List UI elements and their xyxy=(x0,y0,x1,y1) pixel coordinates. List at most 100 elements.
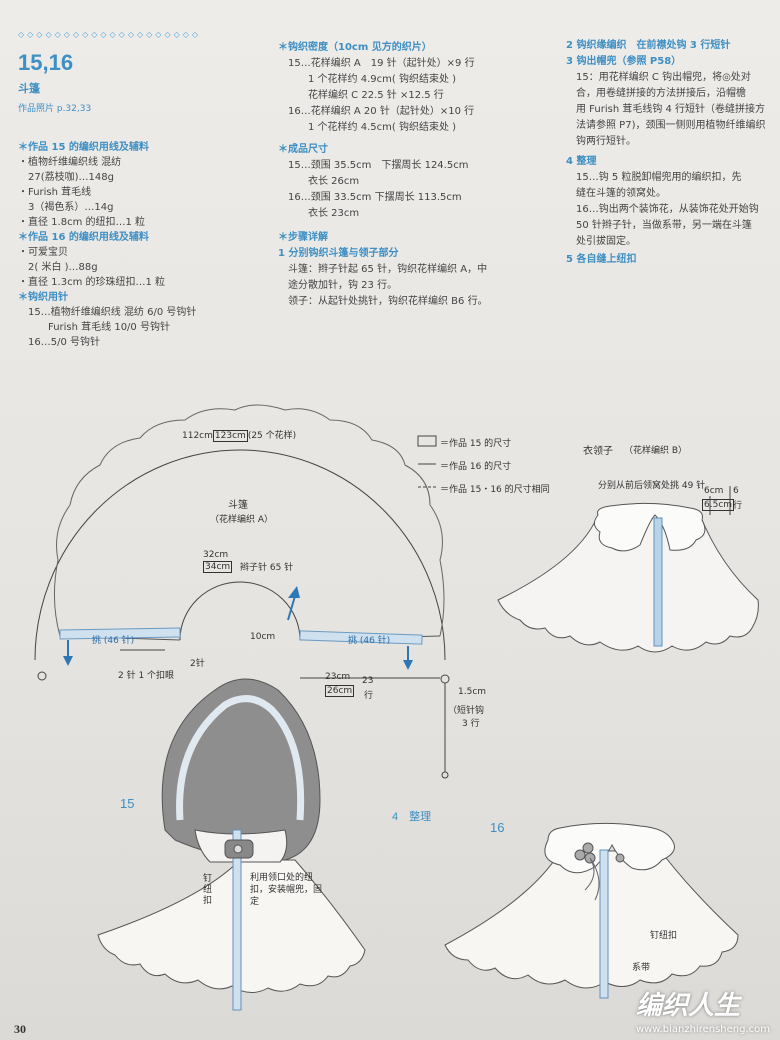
outer-arc-boxed-value: 123cm xyxy=(212,430,248,442)
materials15-line: ・直径 1.8cm 的纽扣…1 粒 xyxy=(18,217,146,228)
step4-line: 50 针辫子针，当做系带，另一端在斗篷 xyxy=(576,220,752,231)
gauge-line: 1 个花样约 4.9cm( 钩织结束处 ) xyxy=(308,74,457,85)
edge-width: 1.5cm xyxy=(458,687,487,697)
pick-left: 挑 (46 针) xyxy=(92,636,135,646)
step3-heading: 3 钩出帽兜（参照 P58） xyxy=(566,56,682,67)
step2-heading: 2 钩织缘编织 在前襟处钩 3 行短针 xyxy=(566,40,731,51)
collar-note: 分别从前后领窝处挑 49 针 xyxy=(598,481,706,491)
step1-heading: 1 分别钩织斗篷与领子部分 xyxy=(278,248,399,259)
collar-rows-unit: 行 xyxy=(733,501,743,511)
neck-boxed-value: 34cm xyxy=(203,561,233,573)
size-line: 衣长 23cm xyxy=(308,208,360,219)
step4-line: 16…钩出两个装饰花，从装饰花处开始钩 xyxy=(576,204,759,215)
step4-heading: 4 整理 xyxy=(566,156,597,167)
size-line: 16…颈围 33.5cm 下摆周长 113.5cm xyxy=(288,192,462,203)
edge-note-rows: 3 行 xyxy=(462,719,480,729)
neck-width: 32cm xyxy=(203,550,229,560)
figure-label-16: 16 xyxy=(490,820,505,835)
step4-line: 缝在斗篷的领窝处。 xyxy=(576,188,666,199)
collar-title: 衣领子 xyxy=(583,446,613,457)
step3-line: 合，用卷缝拼接的方法拼接后，沿帽檐 xyxy=(576,88,746,99)
rows-value: 23 xyxy=(362,676,374,686)
collar-rows: 6 xyxy=(733,486,739,496)
watermark-url: www.bianzhirensheng.com xyxy=(635,1024,770,1035)
materials15-line: ・Furish 茸毛线 xyxy=(18,187,92,198)
legend-marks xyxy=(417,435,437,488)
sew-button-16: 钉纽扣 xyxy=(650,931,678,941)
size-line: 衣长 26cm xyxy=(308,176,360,187)
legend-15: ＝作品 15 的尺寸 xyxy=(440,439,512,449)
tie-cord-16: 系带 xyxy=(632,963,651,973)
materials-column: ＊作品 15 的编织用线及辅料 ・植物纤维编织线 混纺 27(荔枝咖)…148g… xyxy=(18,140,253,350)
outer-arc-value: 112cm xyxy=(182,431,213,441)
step3-line: 钩两行短针。 xyxy=(576,136,636,147)
neck-width-boxed: 34cm xyxy=(203,561,233,573)
gauge-line: 16…花样编织 A 20 针（起针处）×10 行 xyxy=(288,106,475,117)
page-title: 15,16 xyxy=(18,50,74,75)
steps-column: 2 钩织缘编织 在前襟处钩 3 行短针 3 钩出帽兜（参照 P58） 15：用花… xyxy=(566,38,766,268)
step5-heading: 5 各自缝上纽扣 xyxy=(566,254,637,265)
step1-line: 斗篷：辫子针起 65 针，钩织花样编织 A，中 xyxy=(288,264,488,275)
hooks-line: 16…5/0 号钩针 xyxy=(28,337,100,348)
materials16-line: ・可爱宝贝 xyxy=(18,247,68,258)
size-heading: ＊成品尺寸 xyxy=(278,144,328,155)
cape-label: 斗篷 xyxy=(228,500,248,511)
edge-note: （短针钩 xyxy=(448,706,485,716)
step3-line: 法请参照 P7)，颈围一侧则用植物纤维编织线 xyxy=(576,120,766,131)
materials15-line: ・植物纤维编织线 混纺 xyxy=(18,157,122,168)
ten-cm: 10cm xyxy=(250,632,276,642)
hood-attach-note: 利用领口处的纽扣，安装帽兜，固定 xyxy=(250,873,323,907)
cape-pattern: （花样编织 A） xyxy=(210,515,274,525)
materials16-line: ・直径 1.3cm 的珍珠纽扣…1 粒 xyxy=(18,277,166,288)
site-watermark: 编织人生 www.bianzhirensheng.com xyxy=(636,985,770,1035)
size-line: 15…颈围 35.5cm 下摆周长 124.5cm xyxy=(288,160,469,171)
collar-width: 6cm xyxy=(704,486,724,496)
hooks-heading: ＊钩织用针 xyxy=(18,292,68,303)
step3-line: 用 Furish 茸毛线钩 4 行短针（卷缝拼接方 xyxy=(576,104,766,115)
sew-button-15: 钉纽扣 xyxy=(203,874,213,906)
chain-note: 辫子针 65 针 xyxy=(240,563,294,573)
legend-16: ＝作品 16 的尺寸 xyxy=(440,462,512,472)
materials16-heading: ＊作品 16 的编织用线及辅料 xyxy=(18,232,149,243)
gauge-heading: ＊钩织密度（10cm 见方的织片） xyxy=(278,42,432,53)
step1-line: 领子：从起针处挑针，钩织花样编织 B6 行。 xyxy=(288,296,488,307)
length-boxed-value: 26cm xyxy=(325,685,355,697)
step4-line: 15…钩 5 粒脱卸帽兜用的编织扣，先 xyxy=(576,172,742,183)
gauge-line: 15…花样编织 A 19 针（起针处）×9 行 xyxy=(288,58,475,69)
step4-line: 处引拔固定。 xyxy=(576,236,636,247)
outer-arc-note: (25 个花样) xyxy=(247,431,297,441)
collar-pattern: （花样编织 B） xyxy=(624,446,688,456)
length-value: 23cm xyxy=(325,672,351,682)
collar-schematic xyxy=(497,486,759,653)
watermark-title: 编织人生 xyxy=(635,991,740,1021)
collar-boxed-value: 6.5cm xyxy=(702,499,735,511)
legend-both: ＝作品 15・16 的尺寸相同 xyxy=(440,485,550,495)
page-subtitle: 斗篷 xyxy=(18,82,40,95)
figure-label-15: 15 xyxy=(120,796,135,811)
finishing-step-label: 4 整理 xyxy=(392,811,432,823)
step3-line: 15：用花样编织 C 钩出帽兜，将◎处对 xyxy=(576,72,751,83)
materials16-line: 2( 米白 )…88g xyxy=(28,262,98,273)
dot-border: ◇◇◇◇◇◇◇◇◇◇◇◇◇◇◇◇◇◇◇◇ xyxy=(18,30,202,39)
two-stitches: 2针 xyxy=(190,659,205,669)
gauge-line: 1 个花样约 4.5cm( 钩织结束处 ) xyxy=(308,122,457,133)
collar-width-boxed: 6.5cm xyxy=(702,499,735,511)
materials15-line: 3（褐色系）…14g xyxy=(28,202,114,213)
pick-right: 挑 (46 针) xyxy=(348,636,391,646)
steps-heading: ＊步骤详解 xyxy=(278,232,328,243)
step1-line: 途分散加针，钩 23 行。 xyxy=(288,280,398,291)
gauge-column: ＊钩织密度（10cm 见方的织片） 15…花样编织 A 19 针（起针处）×9 … xyxy=(278,40,558,310)
page-number: 30 xyxy=(14,1022,26,1036)
hooks-line: Furish 茸毛线 10/0 号钩针 xyxy=(48,322,170,333)
materials15-line: 27(荔枝咖)…148g xyxy=(28,172,114,183)
buttonhole-note: 2 针 1 个扣眼 xyxy=(118,671,175,681)
cape-schematic xyxy=(34,404,450,779)
hood-cape-15 xyxy=(97,678,366,1011)
photo-reference: 作品照片 p.32,33 xyxy=(18,104,92,114)
gauge-line: 花样编织 C 22.5 针 ×12.5 行 xyxy=(308,90,444,101)
hooks-line: 15…植物纤维编织线 混纺 6/0 号钩针 xyxy=(28,307,197,318)
materials15-heading: ＊作品 15 的编织用线及辅料 xyxy=(18,142,149,153)
